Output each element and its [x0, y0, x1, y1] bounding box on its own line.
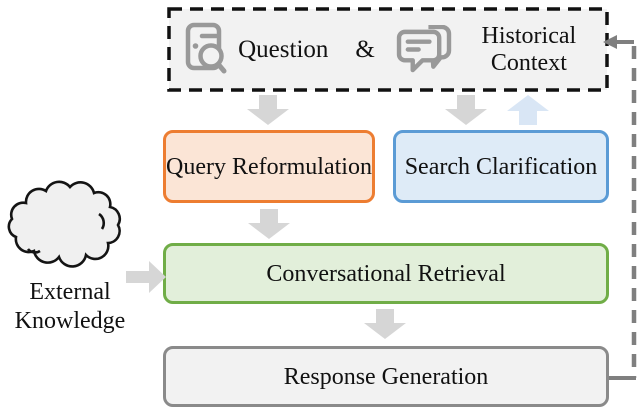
query-reformulation-label: Query Reformulation [166, 153, 372, 180]
arrow-down-to-query-reformulation [247, 95, 289, 125]
question-label: Question [238, 35, 329, 63]
ampersand: & [355, 35, 375, 63]
response-generation-label: Response Generation [283, 363, 489, 390]
arrow-down-to-search-clarification [445, 95, 487, 125]
external-knowledge-label: External Knowledge [14, 279, 126, 335]
arrow-up-from-search-clarification [507, 95, 549, 125]
arrow-down-to-conversational-retrieval [248, 209, 290, 239]
search-clarification-box: Search Clarification [393, 130, 609, 203]
cloud-shape [7, 180, 121, 268]
query-reformulation-box: Query Reformulation [163, 130, 375, 203]
response-generation-box: Response Generation [163, 346, 609, 407]
dashed-border [167, 7, 609, 92]
conversational-retrieval-label: Conversational Retrieval [266, 260, 506, 287]
arrow-right-external-knowledge [126, 261, 166, 293]
historical-context-label: Historical Context [481, 23, 577, 76]
conversational-retrieval-box: Conversational Retrieval [163, 243, 609, 304]
input-box: Question & Historical Context [167, 7, 609, 92]
document-search-icon [185, 22, 227, 74]
chat-bubbles-icon [396, 25, 452, 73]
search-clarification-label: Search Clarification [404, 153, 598, 180]
arrow-down-to-response-generation [364, 309, 406, 339]
